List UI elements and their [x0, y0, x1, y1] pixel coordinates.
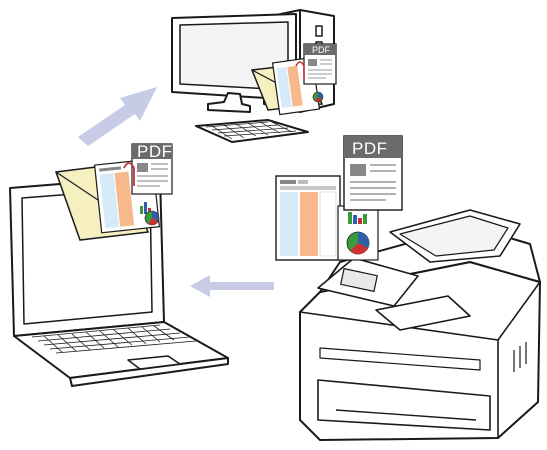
left-arrow	[190, 275, 274, 297]
pdf-document-icon-computer: PDF	[304, 44, 336, 84]
pdf-label-main: PDF	[352, 139, 388, 158]
chart-document-icon	[338, 206, 378, 260]
pdf-document-icon-laptop: PDF	[132, 142, 173, 194]
report-document-icon	[276, 176, 340, 260]
upward-arrow	[78, 87, 157, 146]
pdf-document-icon-main: PDF	[344, 136, 402, 210]
pdf-label-computer: PDF	[312, 45, 331, 55]
pdf-label-laptop: PDF	[137, 142, 173, 161]
scanned-documents: PDF	[276, 136, 402, 260]
